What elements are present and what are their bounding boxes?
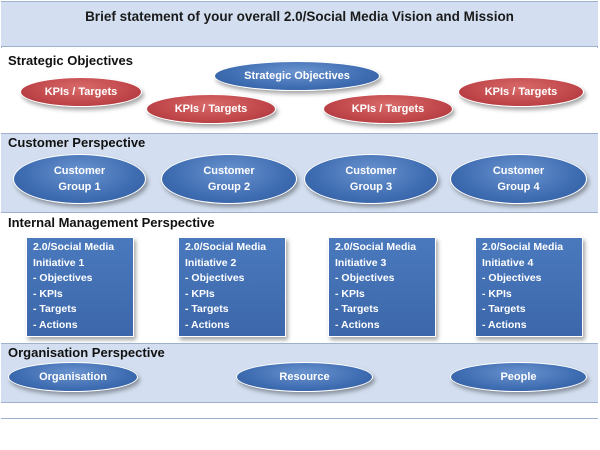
customer-group-line2: Group 3 <box>349 181 393 193</box>
initiative-box-3: 2.0/Social Media Initiative 3 - Objectiv… <box>328 237 436 337</box>
resource-label: Resource <box>279 371 330 383</box>
initiative-item: - Objectives <box>482 272 542 284</box>
resource-ellipse: Resource <box>236 362 373 392</box>
initiative-box-4: 2.0/Social Media Initiative 4 - Objectiv… <box>475 237 583 337</box>
kpi-ellipse-4: KPIs / Targets <box>458 77 584 107</box>
initiative-item: - Actions <box>335 318 380 331</box>
initiative-item: - KPIs <box>33 287 63 300</box>
vision-statement: Brief statement of your overall 2.0/Soci… <box>85 9 514 24</box>
initiative-box-2: 2.0/Social Media Initiative 2 - Objectiv… <box>178 237 286 337</box>
strategic-objectives-ellipse: Strategic Objectives <box>214 61 380 91</box>
strategic-title: Strategic Objectives <box>8 53 133 68</box>
initiative-item: - KPIs <box>335 287 365 300</box>
initiative-line2: Initiative 3 <box>335 256 387 269</box>
organisation-ellipse: Organisation <box>8 362 138 392</box>
initiative-box-1: 2.0/Social Media Initiative 1 - Objectiv… <box>26 237 134 337</box>
kpi-label: KPIs / Targets <box>174 103 248 115</box>
kpi-label: KPIs / Targets <box>484 86 558 98</box>
initiative-item: - KPIs <box>185 287 215 300</box>
initiative-item: - Targets <box>185 303 229 315</box>
organisation-title: Organisation Perspective <box>8 345 165 360</box>
customer-group-line2: Group 1 <box>58 181 101 193</box>
customer-group-line1: Customer <box>53 165 106 177</box>
footer-strip <box>1 403 598 418</box>
customer-group-line1: Customer <box>492 165 545 177</box>
internal-title: Internal Management Perspective <box>8 215 215 230</box>
initiative-line1: 2.0/Social Media <box>185 241 267 253</box>
people-label: People <box>500 371 537 383</box>
people-ellipse: People <box>450 362 587 392</box>
initiative-item: - Objectives <box>335 272 395 284</box>
customer-group-line2: Group 4 <box>497 181 540 193</box>
initiative-item: - Actions <box>482 318 527 331</box>
kpi-label: KPIs / Targets <box>351 103 425 115</box>
kpi-label: KPIs / Targets <box>44 86 118 98</box>
initiative-line2: Initiative 2 <box>185 256 237 269</box>
customer-title: Customer Perspective <box>8 135 146 150</box>
kpi-ellipse-1: KPIs / Targets <box>20 77 142 107</box>
customer-group-line2: Group 2 <box>207 181 251 193</box>
initiative-item: - Objectives <box>33 272 93 284</box>
customer-group-line1: Customer <box>345 165 397 177</box>
initiative-item: - Objectives <box>185 272 245 284</box>
initiative-item: - Actions <box>185 318 230 331</box>
strategic-objectives-label: Strategic Objectives <box>244 70 350 82</box>
initiative-item: - Targets <box>335 303 379 315</box>
kpi-ellipse-2: KPIs / Targets <box>146 94 276 124</box>
organisation-label: Organisation <box>39 371 107 383</box>
kpi-ellipse-3: KPIs / Targets <box>323 94 453 124</box>
vision-band <box>1 1 598 47</box>
initiative-line1: 2.0/Social Media <box>33 241 115 253</box>
initiative-item: - Actions <box>33 318 78 331</box>
initiative-item: - Targets <box>33 303 77 315</box>
customer-group-line1: Customer <box>203 165 255 177</box>
initiative-item: - Targets <box>482 303 526 315</box>
initiative-line1: 2.0/Social Media <box>482 241 564 253</box>
initiative-line1: 2.0/Social Media <box>335 241 417 253</box>
initiative-line2: Initiative 1 <box>33 256 85 269</box>
initiative-item: - KPIs <box>482 287 512 300</box>
initiative-line2: Initiative 4 <box>482 256 534 269</box>
